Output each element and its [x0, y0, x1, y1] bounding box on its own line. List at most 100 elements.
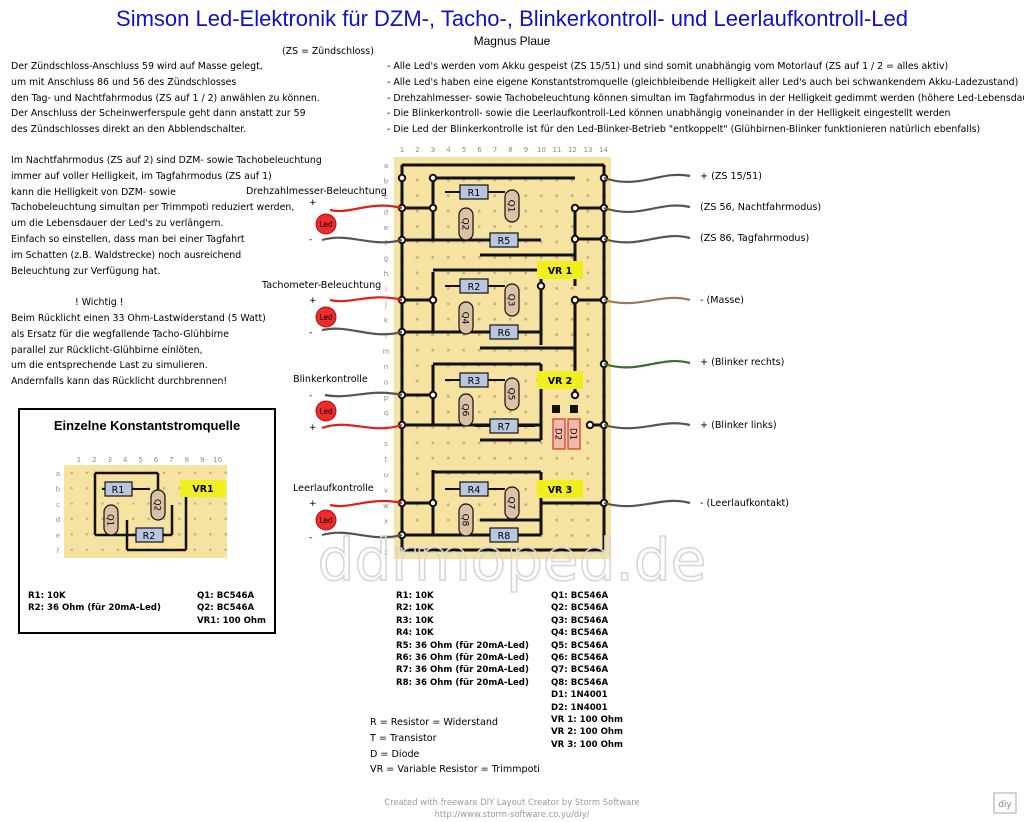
trimmer-label: VR 3	[548, 485, 573, 496]
part-entry: R7: 36 Ohm (für 20mA-Led)	[396, 665, 529, 676]
row-label: d	[384, 208, 388, 216]
row-label: b	[384, 177, 389, 185]
transistor-label: Q6	[460, 404, 470, 417]
part-entry: Q8: BC546A	[551, 677, 609, 688]
part-entry: R1: 10K	[28, 591, 66, 601]
transistor-q2: Q2	[458, 207, 474, 241]
row-label: j	[384, 301, 387, 309]
part-entry: D1: 1N4001	[551, 690, 608, 701]
author: Magnus Plaue	[473, 34, 551, 48]
label-tacho: Tachometer-Beleuchtung	[262, 280, 382, 291]
transistor-label: Q2	[152, 499, 162, 511]
resistor-label: R2	[143, 531, 156, 542]
para-line: des Zündschlosses direkt an den Abblends…	[11, 124, 247, 136]
para-line: um die Lebensdauer der Led's zu verlänge…	[11, 218, 224, 230]
diy-logo: diy	[993, 792, 1017, 814]
label-leerlauf: Leerlaufkontrolle	[293, 483, 374, 494]
inset-parts-left: R1: 10K R2: 36 Ohm (für 20mA-Led)	[28, 590, 161, 615]
column-label: 2	[415, 146, 419, 154]
part-entry: Q2: BC546A	[197, 603, 255, 614]
transistor-q7: Q7	[504, 486, 520, 520]
row-label: s	[384, 440, 388, 448]
part-entry: R3: 10K	[396, 615, 434, 626]
part-entry: R4: 10K	[396, 628, 434, 639]
part-entry: Q6: BC546A	[551, 653, 609, 664]
row-label: e	[384, 224, 388, 232]
row-label: o	[384, 378, 388, 386]
feature-line: - Die Blinkerkontroll- sowie die Leerlau…	[387, 108, 951, 120]
inset-trimmer	[180, 480, 226, 497]
led-label: Led	[319, 220, 333, 229]
row-label: c	[384, 193, 388, 201]
row-label: h	[384, 270, 388, 278]
para-line: Einfach so einstellen, dass man bei eine…	[11, 233, 245, 245]
column-label: 10	[537, 146, 546, 154]
zs-note: (ZS = Zündschloss)	[282, 46, 374, 57]
part-entry: Q5: BC546A	[551, 640, 609, 651]
trimmer-vr2	[537, 371, 583, 389]
wire-label-blinker-links: + (Blinker links)	[700, 420, 777, 431]
column-label: 6	[477, 146, 482, 154]
resistor-r2: R2	[445, 278, 505, 294]
diode-d2: D2	[552, 418, 566, 450]
resistor-r1: R1	[445, 184, 505, 200]
part-entry: R8: 36 Ohm (für 20mA-Led)	[396, 677, 529, 688]
para-line: Beim Rücklicht einen 33 Ohm-Lastwidersta…	[11, 313, 266, 324]
part-entry: R1: 10K	[396, 591, 434, 601]
transistor-label: Q5	[506, 388, 516, 401]
transistor-label: Q2	[460, 218, 470, 231]
warning: ! Wichtig !	[75, 297, 124, 308]
row-label: c	[56, 501, 60, 509]
row-label: v	[384, 486, 388, 494]
resistor-r3: R3	[445, 372, 505, 388]
inset-title: Einzelne Konstantstromquelle	[53, 418, 241, 433]
row-label: t	[385, 456, 388, 464]
inset-resistor-r1: R1	[102, 481, 150, 497]
inset-transistor-q1: Q1	[103, 504, 119, 536]
column-label: 7	[169, 456, 173, 464]
legend-entry: R = Resistor = Widerstand	[370, 717, 499, 728]
resistor-r4: R4	[445, 481, 505, 497]
part-entry: VR 1: 100 Ohm	[551, 715, 623, 726]
column-label: 7	[493, 146, 497, 154]
resistors: R1 R5 R2 R6 R3 R7 R4	[445, 184, 535, 543]
diy-logo-text: diy	[998, 800, 1012, 810]
row-label: a	[56, 470, 60, 478]
diode-d1: D1	[567, 418, 581, 450]
label-dzm: Drehzahlmesser-Beleuchtung	[246, 186, 387, 197]
transistor-label: Q7	[506, 497, 516, 510]
column-label: 9	[200, 456, 204, 464]
part-entry: R2: 10K	[396, 603, 434, 614]
trimmers: VR 1 VR 2 VR 3	[537, 261, 583, 498]
footer-url[interactable]: http://www.storm-software.co.yu/diy/	[434, 809, 590, 819]
para-line: kann die Helligkeit von DZM- sowie	[11, 186, 176, 198]
feature-line: - Drehzahlmesser- sowie Tachobeleuchtung…	[387, 92, 1024, 104]
feature-line: - Die Led der Blinkerkontrolle ist für d…	[387, 124, 981, 136]
row-label: w	[383, 502, 389, 510]
row-label: i	[385, 286, 387, 294]
part-entry: D2: 1N4001	[551, 702, 608, 713]
row-label: g	[384, 255, 388, 263]
part-entry: R5: 36 Ohm (für 20mA-Led)	[396, 640, 529, 651]
led-label: Led	[319, 407, 333, 416]
transistor-label: Q8	[460, 514, 470, 527]
feature-line: - Alle Led's haben eine eigene Konstants…	[387, 76, 1019, 88]
transistor-q8: Q8	[458, 503, 474, 537]
perfboard-holes	[394, 157, 611, 559]
transistor-label: Q1	[105, 514, 115, 526]
column-label: 3	[108, 456, 112, 464]
column-label: 4	[446, 146, 451, 154]
led-blinker: Led	[315, 400, 337, 422]
row-label: a	[384, 162, 388, 170]
legend-entry: T = Transistor	[370, 732, 437, 744]
wire-label-blinker-rechts: + (Blinker rechts)	[700, 357, 785, 368]
minus-sign: -	[309, 391, 312, 401]
row-label: x	[384, 517, 388, 525]
wire-label-leerlauf: - (Leerlaufkontakt)	[700, 498, 790, 509]
part-entry: Q4: BC546A	[551, 628, 609, 639]
transistor-q1: Q1	[504, 189, 520, 223]
part-entry: Q7: BC546A	[551, 665, 609, 676]
legend-entry: D = Diode	[370, 748, 420, 760]
